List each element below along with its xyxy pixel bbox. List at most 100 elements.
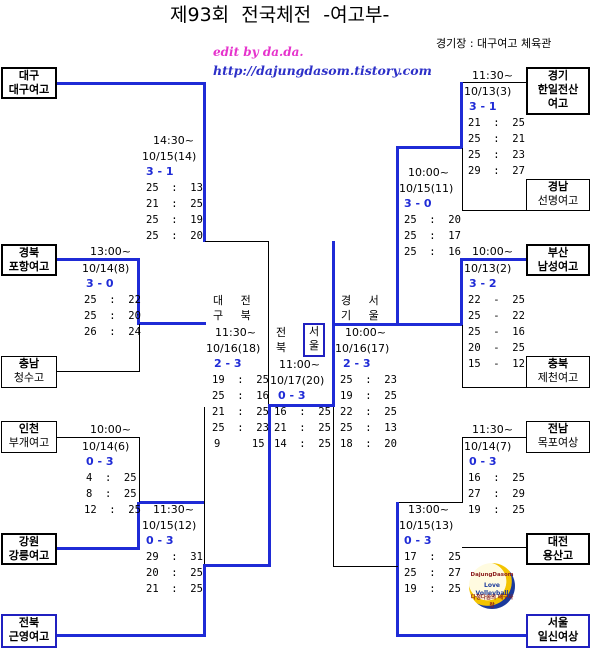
bracket-line xyxy=(460,82,463,149)
volleyball-logo: DajungDasom Love Volleyball 다정다솜의 배구사랑 xyxy=(469,563,515,609)
m17-set: 25 : 13 xyxy=(340,422,397,434)
blog-url[interactable]: http://dajungdasom.tistory.com xyxy=(213,63,432,78)
m17-date: 10/16(17) xyxy=(335,342,390,355)
bracket-line xyxy=(462,387,526,388)
bracket-line xyxy=(460,258,463,326)
bracket-line xyxy=(462,82,526,83)
bracket-line xyxy=(139,324,140,372)
m13-time: 13:00~ xyxy=(408,503,449,516)
bracket-line xyxy=(462,148,463,211)
m17-time: 10:00~ xyxy=(345,326,386,339)
m8-set: 25 : 20 xyxy=(84,310,141,322)
bracket-line xyxy=(333,566,398,567)
m18-set: 19 : 25 xyxy=(212,374,269,386)
bracket-line xyxy=(56,437,140,438)
m20-date: 10/17(20) xyxy=(270,374,325,387)
m20-set: 16 : 25 xyxy=(274,406,331,418)
m12-set: 21 : 25 xyxy=(146,583,203,595)
m2-set: 25 - 22 xyxy=(468,310,525,322)
bracket-line xyxy=(56,371,140,372)
bracket-line xyxy=(462,210,526,211)
m14-date: 10/15(14) xyxy=(142,150,197,163)
m2-set: 22 - 25 xyxy=(468,294,525,306)
m12-time: 11:30~ xyxy=(153,503,194,516)
m8-date: 10/14(8) xyxy=(82,262,130,275)
m12-date: 10/15(12) xyxy=(142,519,197,532)
m7-result: 0 - 3 xyxy=(469,455,497,468)
bracket-line xyxy=(205,241,269,242)
bracket-line xyxy=(140,501,205,504)
m2-set: 20 - 25 xyxy=(468,342,525,354)
edit-credit: edit by da.da. xyxy=(213,45,304,59)
m3-result: 3 - 1 xyxy=(469,100,497,113)
m14-set: 25 : 19 xyxy=(146,214,203,226)
bracket-line xyxy=(396,634,526,637)
bracket-line xyxy=(462,437,463,503)
m2-result: 3 - 2 xyxy=(469,277,497,290)
bracket-line xyxy=(203,564,270,567)
m17-label: 경 서 xyxy=(341,294,379,307)
m12-set: 29 : 31 xyxy=(146,551,203,563)
bracket-line xyxy=(140,322,206,325)
m3-time: 11:30~ xyxy=(472,69,513,82)
m8-time: 13:00~ xyxy=(90,245,131,258)
bracket-line xyxy=(268,404,271,567)
m18-result: 2 - 3 xyxy=(214,357,242,370)
m18-label: 구 북 xyxy=(213,309,251,322)
m8-set: 26 : 24 xyxy=(84,326,141,338)
m18-time: 11:30~ xyxy=(215,326,256,339)
bracket-line xyxy=(462,325,463,388)
m2-set: 15 - 12 xyxy=(468,358,525,370)
m14-result: 3 - 1 xyxy=(146,165,174,178)
m13-set: 25 : 27 xyxy=(404,567,461,579)
m18-label: 대 전 xyxy=(213,294,251,307)
final-left-label: 전 xyxy=(276,326,287,339)
bracket-line xyxy=(396,146,463,149)
m20-result: 0 - 3 xyxy=(278,389,306,402)
m7-set: 16 : 25 xyxy=(468,472,525,484)
bracket-line xyxy=(462,437,526,438)
m3-set: 25 : 23 xyxy=(468,149,525,161)
bracket-line xyxy=(56,258,140,261)
venue-label: 경기장 : 대구여고 체육관 xyxy=(436,37,552,50)
m7-set: 19 : 25 xyxy=(468,504,525,516)
bracket-line xyxy=(137,258,140,325)
bracket-line xyxy=(462,547,526,548)
m6-date: 10/14(6) xyxy=(82,440,130,453)
m11-set: 25 : 17 xyxy=(404,230,461,242)
bracket-line xyxy=(268,404,332,407)
bracket-line xyxy=(332,323,463,326)
m3-set: 25 : 21 xyxy=(468,133,525,145)
m17-set: 19 : 25 xyxy=(340,390,397,402)
m11-time: 10:00~ xyxy=(408,166,449,179)
bracket-line xyxy=(203,82,206,242)
m18-set: 25 : 16 xyxy=(212,390,269,402)
m18-set: 21 : 25 xyxy=(212,406,269,418)
m17-label: 기 울 xyxy=(341,309,379,322)
m13-date: 10/15(13) xyxy=(399,519,454,532)
m6-set: 4 : 25 xyxy=(86,472,137,484)
bracket-line xyxy=(139,437,140,503)
m2-time: 10:00~ xyxy=(472,245,513,258)
m6-time: 10:00~ xyxy=(90,423,131,436)
m11-result: 3 - 0 xyxy=(404,197,432,210)
m14-set: 21 : 25 xyxy=(146,198,203,210)
bracket-line xyxy=(396,502,399,637)
m7-set: 27 : 29 xyxy=(468,488,525,500)
m11-date: 10/15(11) xyxy=(399,182,454,195)
m17-set: 18 : 20 xyxy=(340,438,397,450)
m13-set: 17 : 25 xyxy=(404,551,461,563)
m3-date: 10/13(3) xyxy=(464,85,512,98)
